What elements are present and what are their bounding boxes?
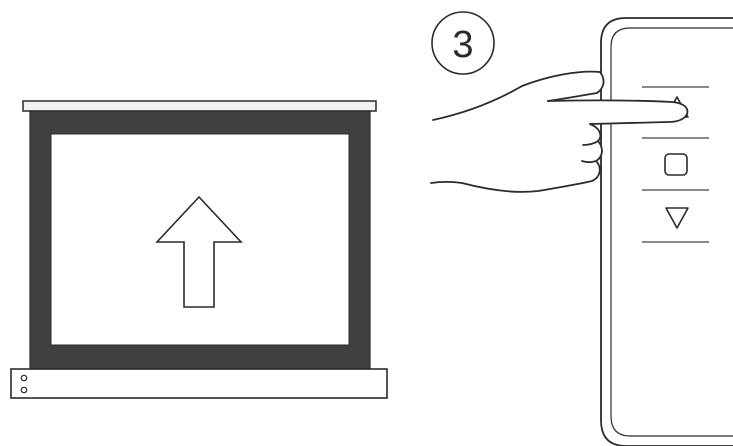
remote-control bbox=[601, 18, 733, 446]
remote-body-outer bbox=[601, 18, 733, 446]
base-screw-bottom bbox=[21, 387, 26, 392]
step-badge: 3 bbox=[432, 12, 494, 74]
remote-stop-button[interactable] bbox=[665, 154, 687, 175]
square-icon bbox=[665, 154, 687, 175]
step-number: 3 bbox=[452, 24, 473, 66]
screen-base-housing bbox=[11, 369, 387, 398]
projection-screen bbox=[11, 101, 387, 398]
screen-top-bar bbox=[23, 101, 376, 111]
base-screw-top bbox=[21, 375, 26, 380]
